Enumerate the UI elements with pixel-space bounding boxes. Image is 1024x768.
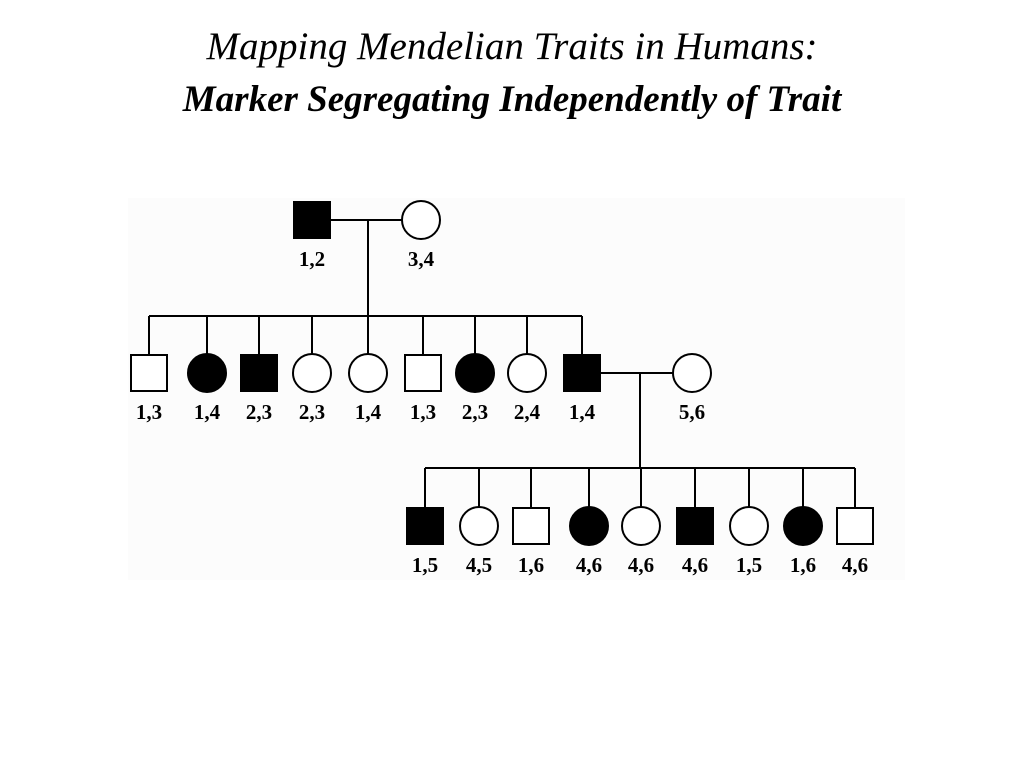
affected-female-symbol (187, 353, 227, 393)
unaffected-female-symbol (729, 506, 769, 546)
affected-female-symbol (569, 506, 609, 546)
genotype-label: 1,3 (410, 400, 436, 424)
affected-female-symbol (783, 506, 823, 546)
slide-title: Mapping Mendelian Traits in Humans: Mark… (0, 22, 1024, 128)
genotype-label: 1,5 (412, 553, 438, 577)
unaffected-female-symbol (621, 506, 661, 546)
unaffected-female-symbol (459, 506, 499, 546)
genotype-label: 4,6 (628, 553, 654, 577)
genotype-label: 2,4 (514, 400, 541, 424)
genotype-label: 4,6 (576, 553, 602, 577)
unaffected-female-symbol (292, 353, 332, 393)
unaffected-female-symbol (401, 200, 441, 240)
unaffected-female-symbol (507, 353, 547, 393)
genotype-label: 4,5 (466, 553, 492, 577)
affected-female-symbol (455, 353, 495, 393)
genotype-label: 3,4 (408, 247, 435, 271)
genotype-label: 1,6 (790, 553, 816, 577)
title-line-2: Marker Segregating Independently of Trai… (182, 79, 842, 120)
unaffected-male-symbol (836, 507, 874, 545)
affected-male-symbol (676, 507, 714, 545)
genotype-label: 4,6 (682, 553, 708, 577)
unaffected-female-symbol (348, 353, 388, 393)
unaffected-male-symbol (404, 354, 442, 392)
title-line-1: Mapping Mendelian Traits in Humans: (206, 25, 818, 68)
affected-male-symbol (406, 507, 444, 545)
genotype-label: 1,4 (355, 400, 382, 424)
genotype-label: 2,3 (246, 400, 272, 424)
affected-male-symbol (563, 354, 601, 392)
genotype-label: 5,6 (679, 400, 705, 424)
genotype-label: 1,4 (569, 400, 596, 424)
genotype-label: 2,3 (299, 400, 325, 424)
genotype-label: 1,5 (736, 553, 762, 577)
genotype-label: 4,6 (842, 553, 868, 577)
unaffected-female-symbol (672, 353, 712, 393)
genotype-label: 2,3 (462, 400, 488, 424)
genotype-label: 1,2 (299, 247, 325, 271)
genotype-label: 1,4 (194, 400, 221, 424)
unaffected-male-symbol (512, 507, 550, 545)
unaffected-male-symbol (130, 354, 168, 392)
genotype-label: 1,6 (518, 553, 544, 577)
affected-male-symbol (293, 201, 331, 239)
genotype-label: 1,3 (136, 400, 162, 424)
affected-male-symbol (240, 354, 278, 392)
